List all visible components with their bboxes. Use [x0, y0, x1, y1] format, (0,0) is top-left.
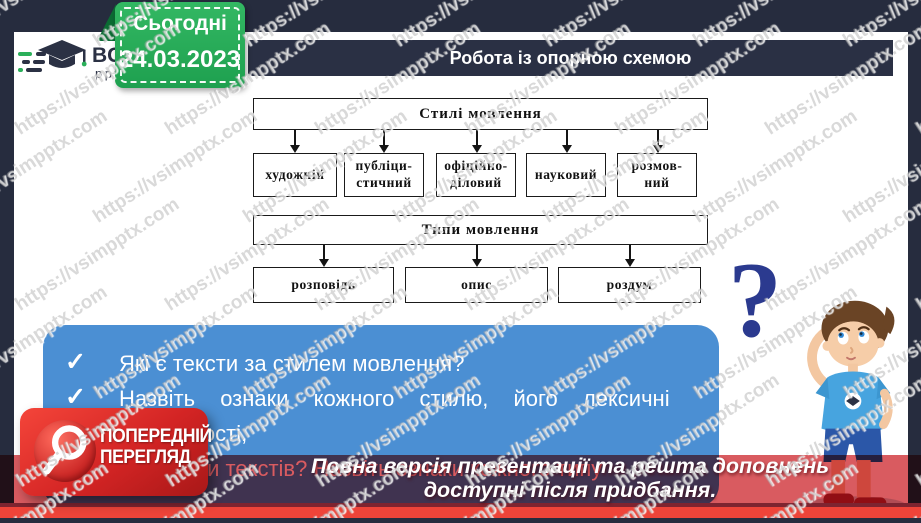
- checkmark-icon: ✓: [65, 383, 86, 411]
- purchase-banner-bottom-strip: [0, 507, 921, 518]
- arrow-down-connector: [472, 130, 482, 153]
- diagram-types-title-box: Типи мовлення: [253, 215, 708, 245]
- date-badge-date: 24.03.2023: [119, 46, 241, 73]
- style-box-scientific: науковий: [526, 153, 606, 197]
- style-box-official: офіційно- діловий: [436, 153, 516, 197]
- style-box-publicistic: публіци- стичний: [344, 153, 424, 197]
- arrow-down-connector: [562, 130, 572, 153]
- purchase-banner-line-1: Повна версія презентації та решта доповн…: [310, 454, 829, 478]
- checkmark-icon: ✓: [65, 348, 86, 376]
- question-line-1: Які є тексти за стилем мовлення?: [119, 351, 465, 376]
- type-box-narration: розповідь: [253, 267, 394, 303]
- type-box-reasoning: роздум: [558, 267, 701, 303]
- preview-badge-line-2: ПЕРЕГЛЯД: [100, 447, 191, 468]
- dashed-border: [120, 7, 240, 83]
- question-line-2: Назвіть ознаки кожного стилю, його лекси…: [119, 386, 670, 411]
- style-box-colloquial: розмов- ний: [617, 153, 697, 197]
- purchase-banner-text: Повна версія презентації та решта доповн…: [230, 454, 910, 502]
- type-box-description: опис: [405, 267, 548, 303]
- watermark-text: https://vsimpptx.com: [911, 17, 921, 140]
- magnifier-circle: [34, 420, 96, 482]
- diagram-styles-title-box: Стилі мовлення: [253, 98, 708, 130]
- watermark-text: https://vsimpptx.com: [911, 193, 921, 316]
- preview-badge: ПОПЕРЕДНІЙ ПЕРЕГЛЯД: [20, 408, 212, 496]
- slide-title: Робота із опорною схемою: [449, 47, 692, 68]
- magnifier-icon: [42, 425, 87, 475]
- arrow-down-connector: [472, 245, 482, 267]
- question-mark: ?: [728, 241, 782, 360]
- purchase-banner-line-2: доступні після придбання.: [423, 478, 717, 502]
- arrow-down-connector: [379, 130, 389, 153]
- style-box-artistic: художній: [253, 153, 337, 197]
- arrow-down-connector: [653, 130, 663, 153]
- date-badge-title: Сьогодні: [133, 12, 227, 35]
- arrow-down-connector: [625, 245, 635, 267]
- arrow-down-connector: [290, 130, 300, 153]
- slide-title-bar: Робота із опорною схемою: [248, 40, 893, 76]
- date-badge: Сьогодні 24.03.2023: [115, 2, 245, 88]
- preview-badge-line-1: ПОПЕРЕДНІЙ: [100, 426, 212, 447]
- purchase-banner-divider: [0, 503, 921, 507]
- arrow-down-connector: [319, 245, 329, 267]
